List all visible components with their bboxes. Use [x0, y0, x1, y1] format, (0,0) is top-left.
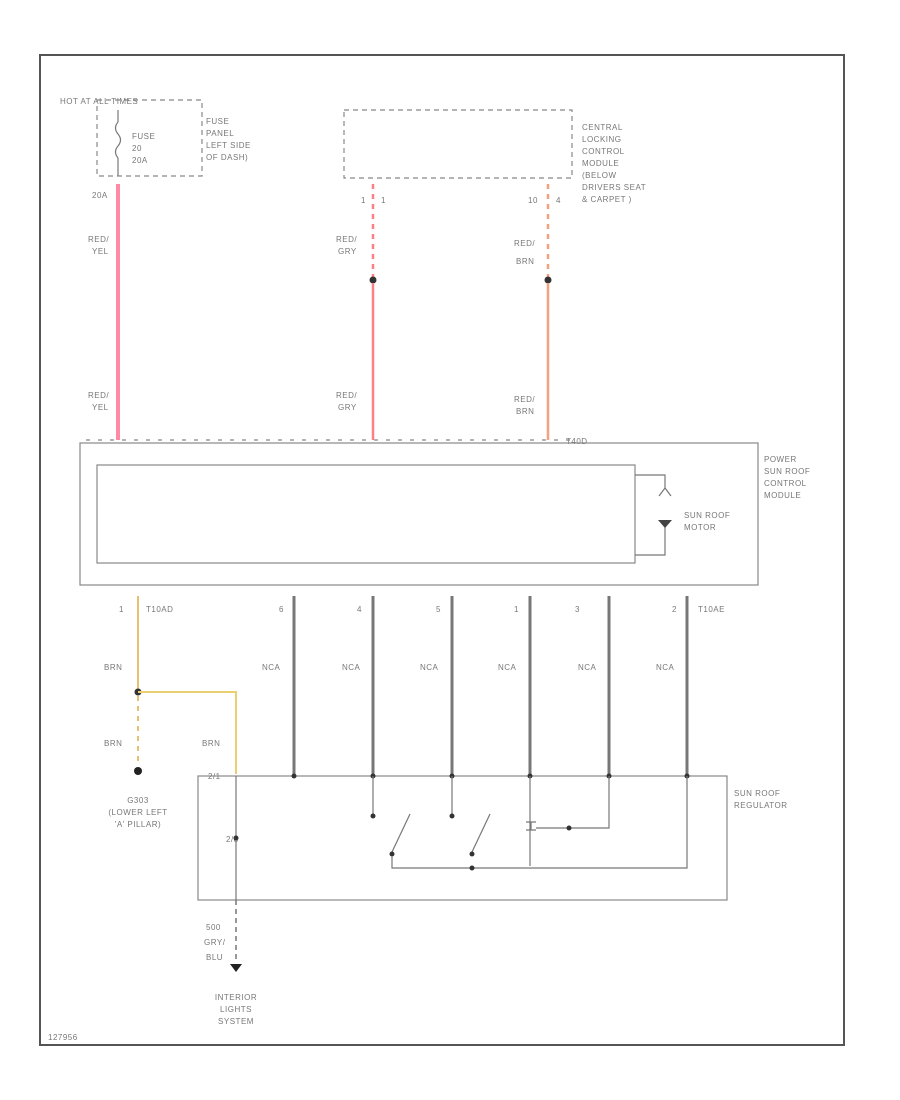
- lower-pin-1b: 1: [514, 605, 519, 614]
- lower-wire-nca-5-label: NCA: [420, 663, 439, 672]
- central-locking-module: CENTRAL LOCKING CONTROL MODULE (BELOW DR…: [343, 109, 646, 205]
- interior-lights: 500 GRY/ BLU INTERIOR LIGHTS SYSTEM: [204, 900, 257, 1026]
- control-module-inner-box: [96, 464, 636, 564]
- interior-name-l3: SYSTEM: [218, 1017, 254, 1026]
- central-locking-line5: (BELOW: [582, 171, 617, 180]
- regulator-limit-switch: [526, 821, 536, 831]
- wire-red-gry-top-l2: GRY: [338, 247, 357, 256]
- fuse-panel-line2: PANEL: [206, 129, 234, 138]
- cl-pin-left-b: 1: [381, 196, 386, 205]
- upper-wires: 20A RED/ YEL RED/ YEL RED/ GRY RED/ GRY …: [88, 184, 588, 446]
- motor-switch-symbol: [658, 487, 672, 497]
- fuse-panel-line3: LEFT SIDE: [206, 141, 251, 150]
- diagram-frame: [39, 54, 845, 1046]
- interior-name-l2: LIGHTS: [220, 1005, 252, 1014]
- interior-wire-color-l1: GRY/: [204, 938, 226, 947]
- control-module-l3: CONTROL: [764, 479, 807, 488]
- lower-wire-nca-6-label: NCA: [262, 663, 281, 672]
- wire-red-yel-top-l2: YEL: [92, 247, 109, 256]
- central-locking-box: [343, 109, 573, 179]
- power-sunroof-control-module: SUN ROOF MOTOR POWER SUN ROOF CONTROL MO…: [79, 439, 810, 586]
- lower-pin-1: 1: [119, 605, 124, 614]
- lower-wire-nca-2-label: NCA: [656, 663, 675, 672]
- lower-pin-5: 5: [436, 605, 441, 614]
- fuse-panel-line4: OF DASH): [206, 153, 248, 162]
- regulator-switch-2: [471, 813, 491, 853]
- hot-at-all-times-label: HOT AT ALL TIMES: [60, 97, 138, 106]
- central-locking-line2: LOCKING: [582, 135, 622, 144]
- ground-icon: [134, 767, 142, 775]
- ground-wire-brn-label: BRN: [104, 739, 122, 748]
- wire-red-brn-top-l1: RED/: [514, 239, 535, 248]
- wire-red-gry-bottom-l2: GRY: [338, 403, 357, 412]
- lower-wires: 1 T10AD BRN 6 NCA 4 NCA 5 NCA 1 NCA 3 NC…: [104, 596, 725, 774]
- wire-red-gry-bottom-l1: RED/: [336, 391, 357, 400]
- branch-wire-brn-label: BRN: [202, 739, 220, 748]
- ground-name-l3: 'A' PILLAR): [115, 820, 161, 829]
- regulator-name-l2: REGULATOR: [734, 801, 788, 810]
- interior-name-l1: INTERIOR: [215, 993, 257, 1002]
- wire-red-brn-bottom-l2: BRN: [516, 407, 534, 416]
- lower-wire-brn-label: BRN: [104, 663, 122, 672]
- central-locking-line1: CENTRAL: [582, 123, 623, 132]
- control-module-l2: SUN ROOF: [764, 467, 810, 476]
- cl-pin-right-a: 10: [528, 196, 538, 205]
- wire-red-gry-top-l1: RED/: [336, 235, 357, 244]
- regulator-name-l1: SUN ROOF: [734, 789, 780, 798]
- lower-pin-6: 6: [279, 605, 284, 614]
- sunroof-motor-l1: SUN ROOF: [684, 511, 730, 520]
- connector-t10ad-label: T10AD: [146, 605, 173, 614]
- ground-g303: BRN BRN G303 (LOWER LEFT 'A' PILLAR): [104, 688, 237, 829]
- ground-name-l1: G303: [127, 796, 149, 805]
- lower-wire-nca-3-label: NCA: [578, 663, 597, 672]
- splice-red-gry: [369, 276, 377, 284]
- control-module-l4: MODULE: [764, 491, 801, 500]
- fuse-pin-label: 20A: [92, 191, 108, 200]
- fuse-rating: 20A: [132, 156, 148, 165]
- control-module-box: [79, 442, 759, 586]
- lower-pin-4: 4: [357, 605, 362, 614]
- regulator-pin-b: 2/8: [226, 835, 239, 844]
- regulator-pin-a: 2/1: [208, 772, 221, 781]
- connector-t10ae-label: T10AE: [698, 605, 725, 614]
- arrow-down-icon: [230, 964, 242, 972]
- fuse-symbol: [114, 121, 122, 159]
- wire-red-yel-bottom-l2: YEL: [92, 403, 109, 412]
- splice-red-brn: [544, 276, 552, 284]
- sunroof-motor-icon: [658, 520, 672, 528]
- regulator-switch-1: [391, 813, 411, 853]
- ground-name-l2: (LOWER LEFT: [108, 808, 167, 817]
- connector-t40d-label: T40D: [566, 437, 588, 446]
- central-locking-line3: CONTROL: [582, 147, 625, 156]
- fuse-panel-line1: FUSE: [206, 117, 229, 126]
- central-locking-line7: & CARPET ): [582, 195, 632, 204]
- sunroof-motor-l2: MOTOR: [684, 523, 716, 532]
- regulator-box: [197, 775, 728, 901]
- central-locking-line4: MODULE: [582, 159, 619, 168]
- cl-pin-left-a: 1: [361, 196, 366, 205]
- lower-pin-2: 2: [672, 605, 677, 614]
- sunroof-regulator: 2/1 2/8 SUN ROOF REGULATOR: [197, 772, 788, 901]
- interior-wire-color-l2: BLU: [206, 953, 223, 962]
- cl-pin-right-b: 4: [556, 196, 561, 205]
- control-module-l1: POWER: [764, 455, 797, 464]
- wire-red-yel-top-l1: RED/: [88, 235, 109, 244]
- central-locking-line6: DRIVERS SEAT: [582, 183, 646, 192]
- wire-brn-branch: [138, 691, 237, 774]
- fuse-panel-box: [96, 99, 203, 177]
- lower-pin-3: 3: [575, 605, 580, 614]
- fuse-label: FUSE: [132, 132, 155, 141]
- wire-red-brn-top-l2: BRN: [516, 257, 534, 266]
- lower-wire-nca-1-label: NCA: [498, 663, 517, 672]
- fuse-number: 20: [132, 144, 142, 153]
- diagram-code: 127956: [48, 1033, 78, 1042]
- lower-wire-nca-4-label: NCA: [342, 663, 361, 672]
- fuse-panel: HOT AT ALL TIMES FUSE 20 20A FUSE PANEL …: [60, 97, 251, 177]
- wire-red-yel-bottom-l1: RED/: [88, 391, 109, 400]
- interior-wire-number: 500: [206, 923, 221, 932]
- wire-red-brn-bottom-l1: RED/: [514, 395, 535, 404]
